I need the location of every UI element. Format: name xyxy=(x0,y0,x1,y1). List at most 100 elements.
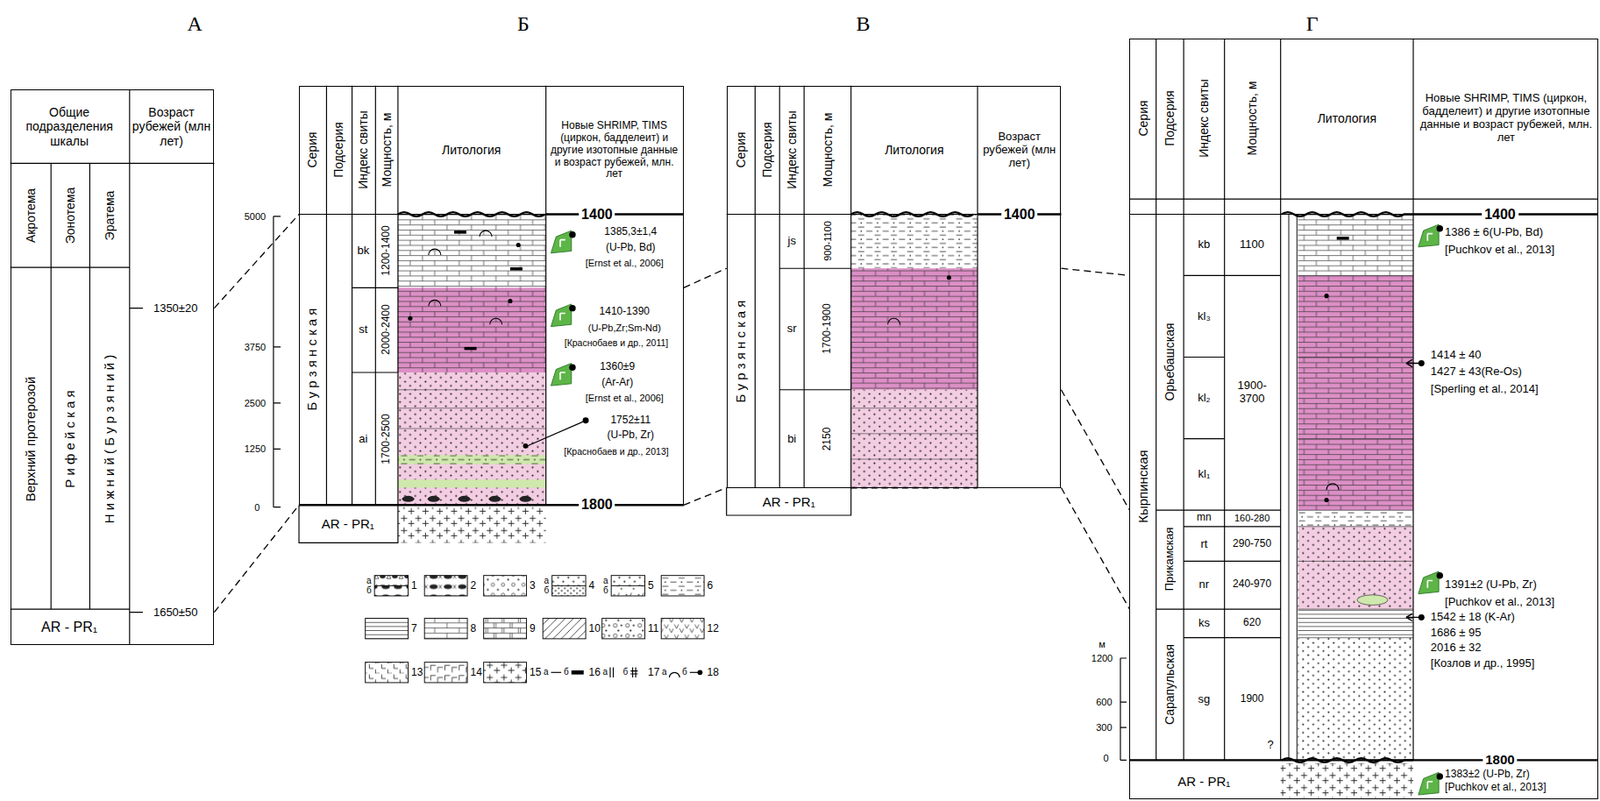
age-boundary-label: 1400 xyxy=(578,206,616,222)
formation-index: bk xyxy=(356,244,370,258)
drawing-circle xyxy=(523,443,529,449)
drawing-rect xyxy=(851,214,978,270)
drawing-path xyxy=(1326,483,1339,491)
legend-number: 8 xyxy=(470,622,477,635)
thickness-value: 620 xyxy=(1243,618,1261,631)
panel-v-grid xyxy=(726,85,1062,516)
drawing-rect xyxy=(374,576,408,597)
legend-number: 2 xyxy=(470,579,477,592)
drawing-path xyxy=(398,390,547,429)
drawing-rect xyxy=(398,455,547,464)
formation-index: kl₁ xyxy=(1198,468,1211,482)
thickness-value: 1700-2500 xyxy=(380,413,393,464)
formation-index: mn xyxy=(1196,512,1212,526)
drawing-use xyxy=(1418,772,1444,796)
drawing-rect xyxy=(851,214,978,270)
correlation-line xyxy=(683,268,727,288)
scale-tick-label: 0 xyxy=(1103,753,1110,765)
drawing-use xyxy=(1418,224,1444,248)
legend-letter: а xyxy=(366,576,372,587)
column-header: Возраст рубежей (млн лет) xyxy=(131,105,212,148)
drawing-ellipse xyxy=(519,496,532,503)
drawing-rect xyxy=(510,267,523,271)
panel-g-isotope-marks xyxy=(1406,224,1444,796)
drawing-rect xyxy=(1297,214,1414,277)
drawing-circle xyxy=(507,298,512,304)
drawing-path xyxy=(1281,212,1414,217)
panel-a-grid xyxy=(10,89,215,645)
panel-letter: В xyxy=(855,11,870,36)
column-header: Серия xyxy=(733,132,748,169)
formation-index: kb xyxy=(1198,238,1211,252)
drawing-path xyxy=(851,212,975,217)
drawing-rect xyxy=(374,585,408,597)
isotope-date: 1383±2 (U-Pb, Zr) xyxy=(1444,768,1530,782)
formation-index: ks xyxy=(1198,617,1210,631)
drawing-circle xyxy=(583,417,590,424)
column-header: Новые SHRIMP, TIMS (циркон, бадделеит) и… xyxy=(1419,92,1593,145)
isotope-date: 1686 ± 95 xyxy=(1430,625,1482,640)
column-header: Подсерия xyxy=(1162,90,1177,147)
column-header: Подсерия xyxy=(760,121,775,178)
drawing-ellipse xyxy=(458,496,471,503)
drawing-path xyxy=(726,85,978,516)
scale-tick-label: 1250 xyxy=(244,443,266,456)
thickness-value: 2000-2400 xyxy=(380,304,393,355)
thickness-value: 2150 xyxy=(821,426,834,451)
legend-number: 6 xyxy=(707,579,714,592)
legend-letter: а xyxy=(543,576,549,587)
column-header: Возраст рубежей (млн лет) xyxy=(981,130,1059,171)
legend-number: 15 xyxy=(529,666,541,679)
legend-letter: а xyxy=(602,668,608,679)
drawing-rect xyxy=(1297,275,1414,511)
drawing-path xyxy=(428,230,503,325)
drawing-rect xyxy=(1297,638,1414,761)
formation-index: bi xyxy=(787,432,797,446)
drawing-rect xyxy=(611,576,645,587)
formation-index: js xyxy=(787,234,796,248)
drawing-use xyxy=(551,363,576,387)
drawing-rect xyxy=(398,214,547,289)
basement-label: AR - PR₁ xyxy=(762,494,816,510)
scale-tick-label: 2500 xyxy=(244,398,266,410)
drawing-use xyxy=(1418,571,1444,595)
thickness-value: 1900-3700 xyxy=(1228,379,1276,406)
drawing-rect xyxy=(1297,526,1414,610)
drawing-rect xyxy=(424,576,468,597)
drawing-rect xyxy=(1297,275,1414,511)
age-boundary-label: 1400 xyxy=(1001,206,1039,222)
scale-tick-label: 300 xyxy=(1095,722,1112,734)
drawing-ellipse xyxy=(489,496,502,503)
legend-letter: а xyxy=(603,576,609,587)
column-header: Серия xyxy=(1136,100,1151,137)
drawing-rect xyxy=(661,576,704,597)
column-header: Акротема xyxy=(23,188,38,243)
drawing-rect xyxy=(483,576,527,597)
legend-number: 12 xyxy=(707,622,719,635)
drawing-rect xyxy=(611,576,645,597)
drawing-path xyxy=(888,318,901,325)
reference-citation: [Козлов и др., 1995] xyxy=(1430,656,1536,670)
column-header: Эонотема xyxy=(63,186,78,244)
thickness-value: 160-280 xyxy=(1234,512,1270,525)
legend-letter: б xyxy=(623,668,629,679)
drawing-rect xyxy=(1297,609,1414,639)
drawing-rect xyxy=(542,618,586,640)
drawing-path xyxy=(10,89,215,645)
drawing-rect xyxy=(464,347,477,350)
reference-citation: [Puchkov et al., 2013] xyxy=(1444,595,1555,609)
scale-tick-label: 600 xyxy=(1095,696,1112,709)
drawing-rect xyxy=(365,618,409,640)
isotope-date: 1410-1390 xyxy=(599,305,650,319)
column-header: Эратема xyxy=(101,190,116,241)
panel-b-lithology xyxy=(398,214,547,544)
column-header: Общие подразделения шкалы xyxy=(14,105,125,148)
isotope-date: 1414 ± 40 xyxy=(1430,348,1482,363)
column-header: Мощность, м xyxy=(379,113,394,188)
drawing-circle xyxy=(407,316,413,321)
drawing-rect xyxy=(1297,214,1414,277)
isotope-date: (U-Pb,Zr;Sm-Nd) xyxy=(588,321,662,334)
column-header: Литология xyxy=(441,142,501,157)
legend-letter: б xyxy=(682,668,688,679)
